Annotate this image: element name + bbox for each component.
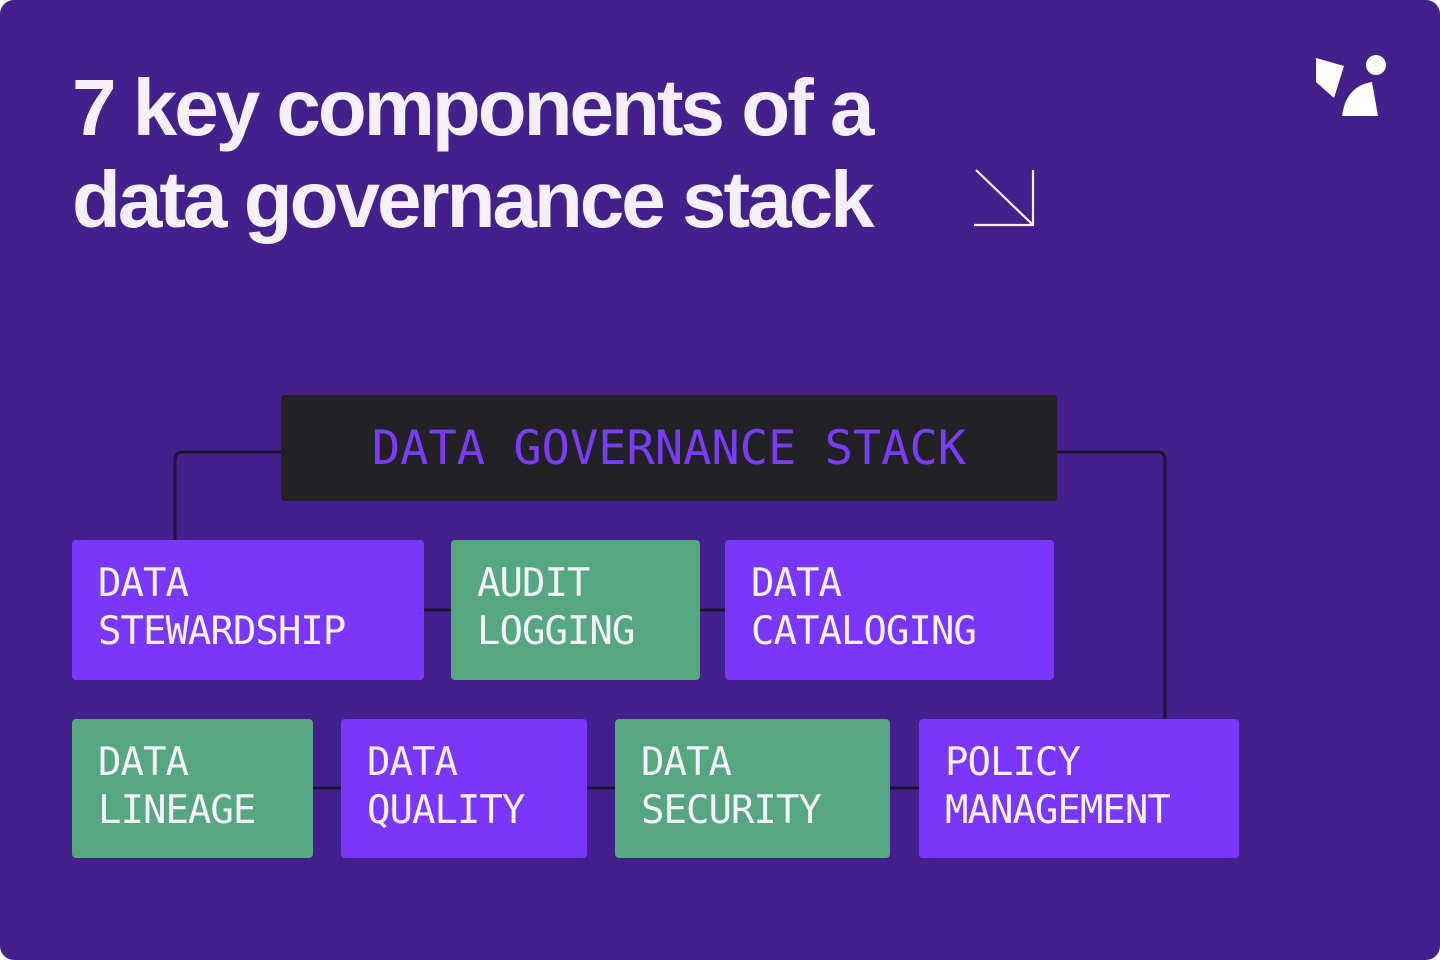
node-label-line2: CATALOGING xyxy=(751,609,977,654)
node-data-cataloging: DATA CATALOGING xyxy=(725,540,1054,680)
node-data-security: DATA SECURITY xyxy=(615,719,890,858)
node-label-line1: DATA xyxy=(98,740,189,785)
root-node-label: DATA GOVERNANCE STACK xyxy=(371,420,967,476)
root-node-data-governance-stack: DATA GOVERNANCE STACK xyxy=(281,395,1057,501)
node-label-line1: AUDIT xyxy=(477,561,590,606)
connector-root-left xyxy=(173,450,282,541)
page-title: 7 key components of a data governance st… xyxy=(72,62,875,246)
node-data-lineage: DATA LINEAGE xyxy=(72,719,313,858)
node-data-stewardship: DATA STEWARDSHIP xyxy=(72,540,424,680)
node-label-line2: LINEAGE xyxy=(98,788,256,833)
node-label-line1: DATA xyxy=(751,561,842,606)
node-label-line1: DATA xyxy=(98,561,189,606)
title-line-2: data governance stack xyxy=(72,155,875,244)
brand-logo-icon xyxy=(1316,55,1386,116)
node-label-line2: LOGGING xyxy=(477,609,635,654)
node-label-line2: STEWARDSHIP xyxy=(98,609,346,654)
title-line-1: 7 key components of a xyxy=(72,63,874,152)
node-label-line1: DATA xyxy=(641,740,732,785)
node-label-line2: MANAGEMENT xyxy=(945,788,1171,833)
node-label-line2: QUALITY xyxy=(367,788,525,833)
node-label-line1: DATA xyxy=(367,740,458,785)
node-label-line2: SECURITY xyxy=(641,788,822,833)
node-audit-logging: AUDIT LOGGING xyxy=(451,540,700,680)
arrow-down-right-icon xyxy=(974,169,1035,227)
node-label-line1: POLICY xyxy=(945,740,1081,785)
node-data-quality: DATA QUALITY xyxy=(341,719,587,858)
connector-root-right xyxy=(1056,450,1167,719)
node-policy-management: POLICY MANAGEMENT xyxy=(919,719,1239,858)
